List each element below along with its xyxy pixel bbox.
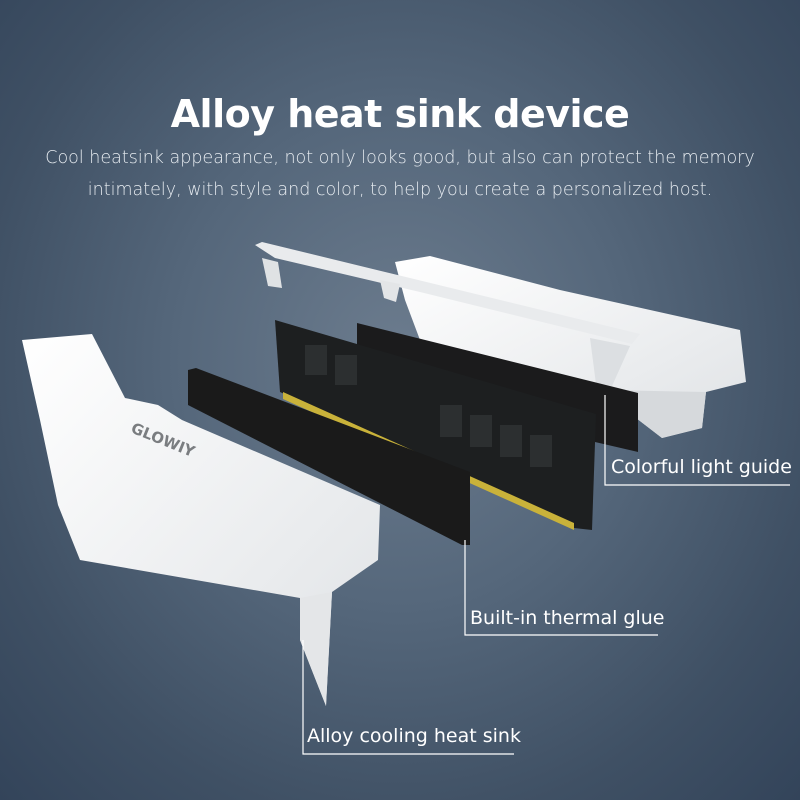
- callout-thermal-glue: Built-in thermal glue: [470, 607, 665, 629]
- callout-lines: [302, 395, 790, 755]
- front-heatsink: GLOWIY: [22, 334, 380, 706]
- light-guide-bar: [255, 242, 640, 386]
- callout-light-guide: Colorful light guide: [611, 456, 792, 478]
- subtitle-line-1: Cool heatsink appearance, not only looks…: [45, 148, 755, 168]
- subtitle-line-2: intimately, with style and color, to hel…: [87, 180, 713, 200]
- front-thermal-pad: [188, 368, 470, 545]
- page-title: Alloy heat sink device: [170, 92, 630, 136]
- callout-heat-sink: Alloy cooling heat sink: [307, 725, 521, 747]
